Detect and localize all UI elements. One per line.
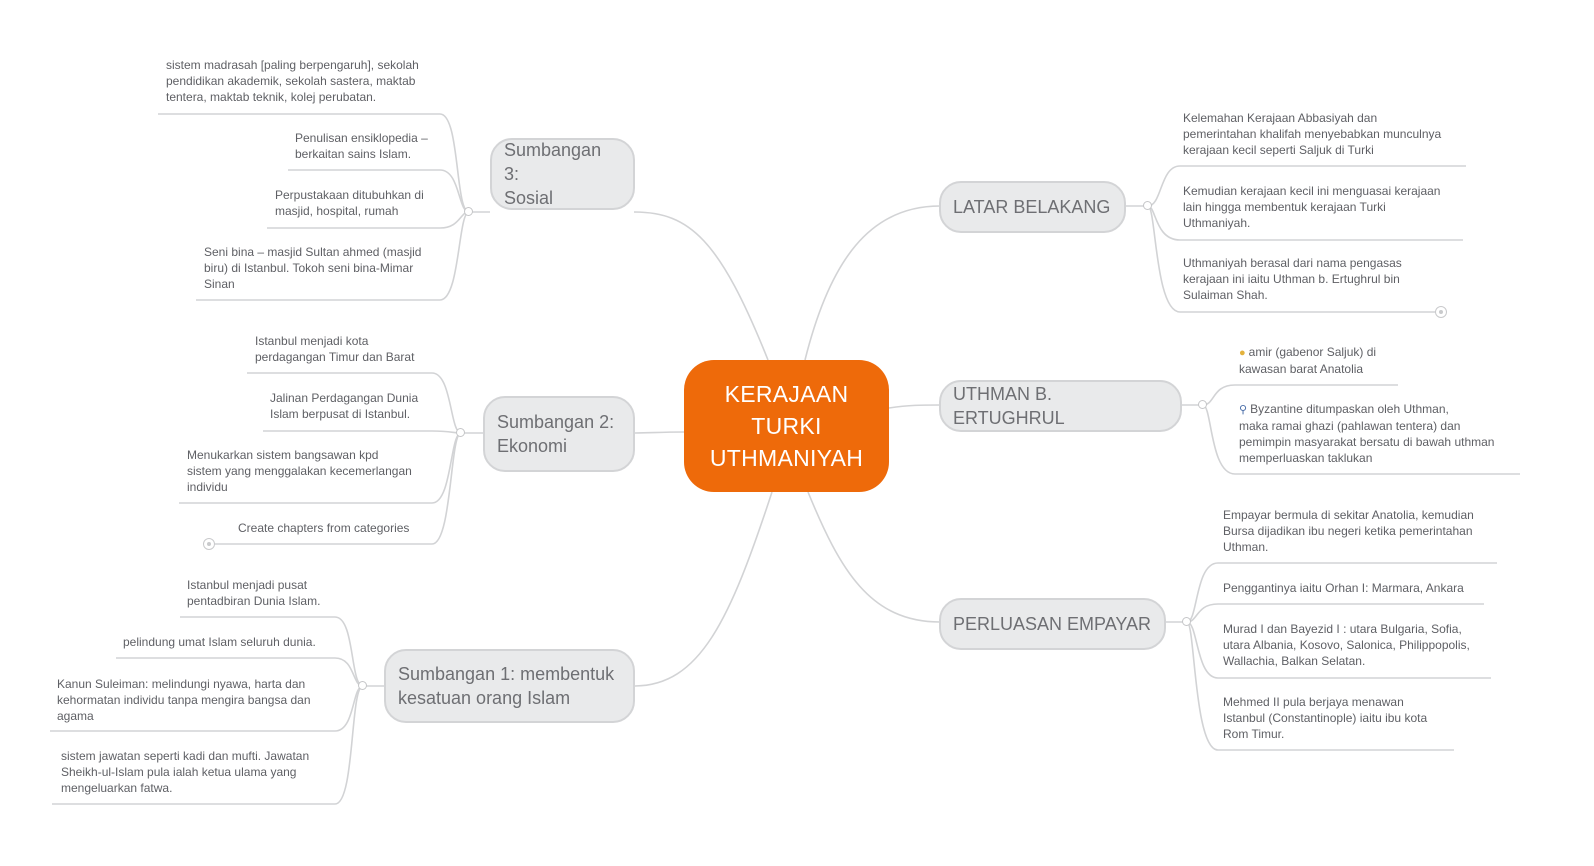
- leaf-sosial-1[interactable]: sistem madrasah [paling berpengaruh], se…: [166, 58, 419, 104]
- magnifier-icon: ⚲: [1239, 404, 1248, 416]
- leaf-perluasan-4[interactable]: Mehmed II pula berjaya menawan Istanbul …: [1223, 695, 1428, 741]
- leaf-kesatuan-3[interactable]: Kanun Suleiman: melindungi nyawa, harta …: [57, 677, 311, 723]
- topic-sumbangan-kesatuan-label: Sumbangan 1: membentuk kesatuan orang Is…: [398, 664, 615, 708]
- leaf-ekonomi-2[interactable]: Jalinan Perdagangan Dunia Islam berpusat…: [270, 391, 419, 421]
- topic-latar-belakang-label: LATAR BELAKANG: [953, 197, 1111, 217]
- collapse-toggle-sosial[interactable]: [464, 207, 473, 216]
- leaf-perluasan-1[interactable]: Empayar bermula di sekitar Anatolia, kem…: [1223, 508, 1474, 554]
- leaf-perluasan-3[interactable]: Murad I dan Bayezid I : utara Bulgaria, …: [1223, 622, 1470, 668]
- leaf-latar-3[interactable]: Uthmaniyah berasal dari nama pengasas ke…: [1183, 256, 1402, 302]
- add-branch-icon[interactable]: [203, 538, 215, 550]
- leaf-uthman-1[interactable]: ●amir (gabenor Saljuk) di kawasan barat …: [1239, 344, 1376, 377]
- topic-sumbangan-sosial[interactable]: Sumbangan 3: Sosial: [490, 138, 635, 210]
- leaf-sosial-2[interactable]: Penulisan ensiklopedia – berkaitan sains…: [295, 131, 428, 161]
- leaf-uthman-1-text: amir (gabenor Saljuk) di kawasan barat A…: [1239, 345, 1377, 376]
- topic-sumbangan-kesatuan[interactable]: Sumbangan 1: membentuk kesatuan orang Is…: [384, 649, 635, 723]
- leaf-ekonomi-3[interactable]: Menukarkan sistem bangsawan kpd sistem y…: [187, 448, 412, 494]
- topic-uthman-ertughrul-label: UTHMAN B. ERTUGHRUL: [953, 384, 1065, 428]
- leaf-perluasan-2[interactable]: Penggantinya iaitu Orhan I: Marmara, Ank…: [1223, 581, 1464, 595]
- topic-sumbangan-sosial-label: Sumbangan 3: Sosial: [504, 140, 602, 208]
- leaf-uthman-2[interactable]: ⚲Byzantine ditumpaskan oleh Uthman, maka…: [1239, 401, 1494, 466]
- leaf-uthman-2-text: Byzantine ditumpaskan oleh Uthman, maka …: [1239, 402, 1495, 465]
- add-branch-icon[interactable]: [1435, 306, 1447, 318]
- topic-sumbangan-ekonomi[interactable]: Sumbangan 2: Ekonomi: [483, 396, 635, 472]
- leaf-latar-1[interactable]: Kelemahan Kerajaan Abbasiyah dan pemerin…: [1183, 111, 1442, 157]
- collapse-toggle-uthman[interactable]: [1198, 400, 1207, 409]
- leaf-kesatuan-2[interactable]: pelindung umat Islam seluruh dunia.: [123, 635, 316, 649]
- collapse-toggle-perluasan[interactable]: [1182, 617, 1191, 626]
- lightbulb-icon: ●: [1239, 347, 1246, 359]
- leaf-sosial-3[interactable]: Perpustakaan ditubuhkan di masjid, hospi…: [275, 188, 424, 218]
- topic-sumbangan-ekonomi-label: Sumbangan 2: Ekonomi: [497, 412, 615, 456]
- topic-perluasan-empayar-label: PERLUASAN EMPAYAR: [953, 614, 1152, 634]
- leaf-ekonomi-1[interactable]: Istanbul menjadi kota perdagangan Timur …: [255, 334, 415, 364]
- topic-latar-belakang[interactable]: LATAR BELAKANG: [939, 181, 1126, 233]
- leaf-latar-2[interactable]: Kemudian kerajaan kecil ini menguasai ke…: [1183, 184, 1441, 230]
- leaf-kesatuan-4[interactable]: sistem jawatan seperti kadi dan mufti. J…: [61, 749, 310, 795]
- leaf-ekonomi-4[interactable]: Create chapters from categories: [238, 521, 410, 535]
- central-topic[interactable]: KERAJAAN TURKI UTHMANIYAH: [684, 360, 889, 492]
- topic-uthman-ertughrul[interactable]: UTHMAN B. ERTUGHRUL: [939, 380, 1182, 432]
- leaf-sosial-4[interactable]: Seni bina – masjid Sultan ahmed (masjid …: [204, 245, 422, 291]
- collapse-toggle-ekonomi[interactable]: [456, 428, 465, 437]
- collapse-toggle-latar[interactable]: [1143, 201, 1152, 210]
- collapse-toggle-kesatuan[interactable]: [358, 681, 367, 690]
- topic-perluasan-empayar[interactable]: PERLUASAN EMPAYAR: [939, 598, 1166, 650]
- leaf-kesatuan-1[interactable]: Istanbul menjadi pusat pentadbiran Dunia…: [187, 578, 321, 608]
